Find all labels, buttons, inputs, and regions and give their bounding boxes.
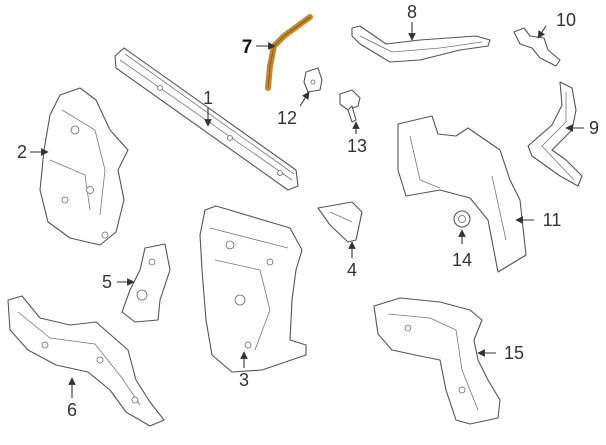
part-8-upper-bar: [351, 25, 491, 63]
callout-6: 6: [67, 400, 77, 420]
part-9-curved-member: [527, 81, 583, 187]
part-3-center-panel: [199, 205, 307, 373]
callout-4: 4: [347, 260, 357, 280]
callout-7: 7: [242, 37, 253, 58]
callout-13: 13: [347, 136, 367, 156]
part-1-upper-cross-member: [114, 47, 299, 191]
leader-10: [537, 25, 547, 39]
part-2-side-panel: [39, 87, 129, 246]
part-11-shroud-panel: [397, 115, 527, 273]
part-7-bent-rod-highlighted: [265, 14, 313, 91]
leader-12: [299, 91, 310, 107]
part-15-lower-panel: [373, 297, 501, 425]
callout-1: 1: [203, 88, 213, 108]
callout-8: 8: [407, 2, 417, 22]
callout-15: 15: [504, 343, 524, 363]
part-4-bracket: [317, 201, 363, 243]
callout-9: 9: [589, 118, 599, 138]
part-6-frame-rail: [7, 295, 165, 427]
callout-11: 11: [543, 210, 562, 230]
callout-3: 3: [239, 370, 249, 390]
callout-10: 10: [556, 10, 576, 30]
callout-labels: 1 2 3 4 5 6 7 8 9 10 11 12 13 14 15: [17, 2, 599, 420]
callout-2: 2: [17, 142, 27, 162]
callout-12: 12: [277, 108, 297, 128]
part-14-grommet: [453, 210, 471, 228]
part-12-clip: [303, 67, 323, 93]
callout-5: 5: [102, 272, 112, 292]
part-13-bolt: [339, 89, 361, 123]
callout-14: 14: [452, 250, 472, 270]
leader-lines: [30, 22, 584, 398]
part-5-plate: [121, 243, 171, 323]
part-10-small-bracket: [513, 27, 561, 67]
